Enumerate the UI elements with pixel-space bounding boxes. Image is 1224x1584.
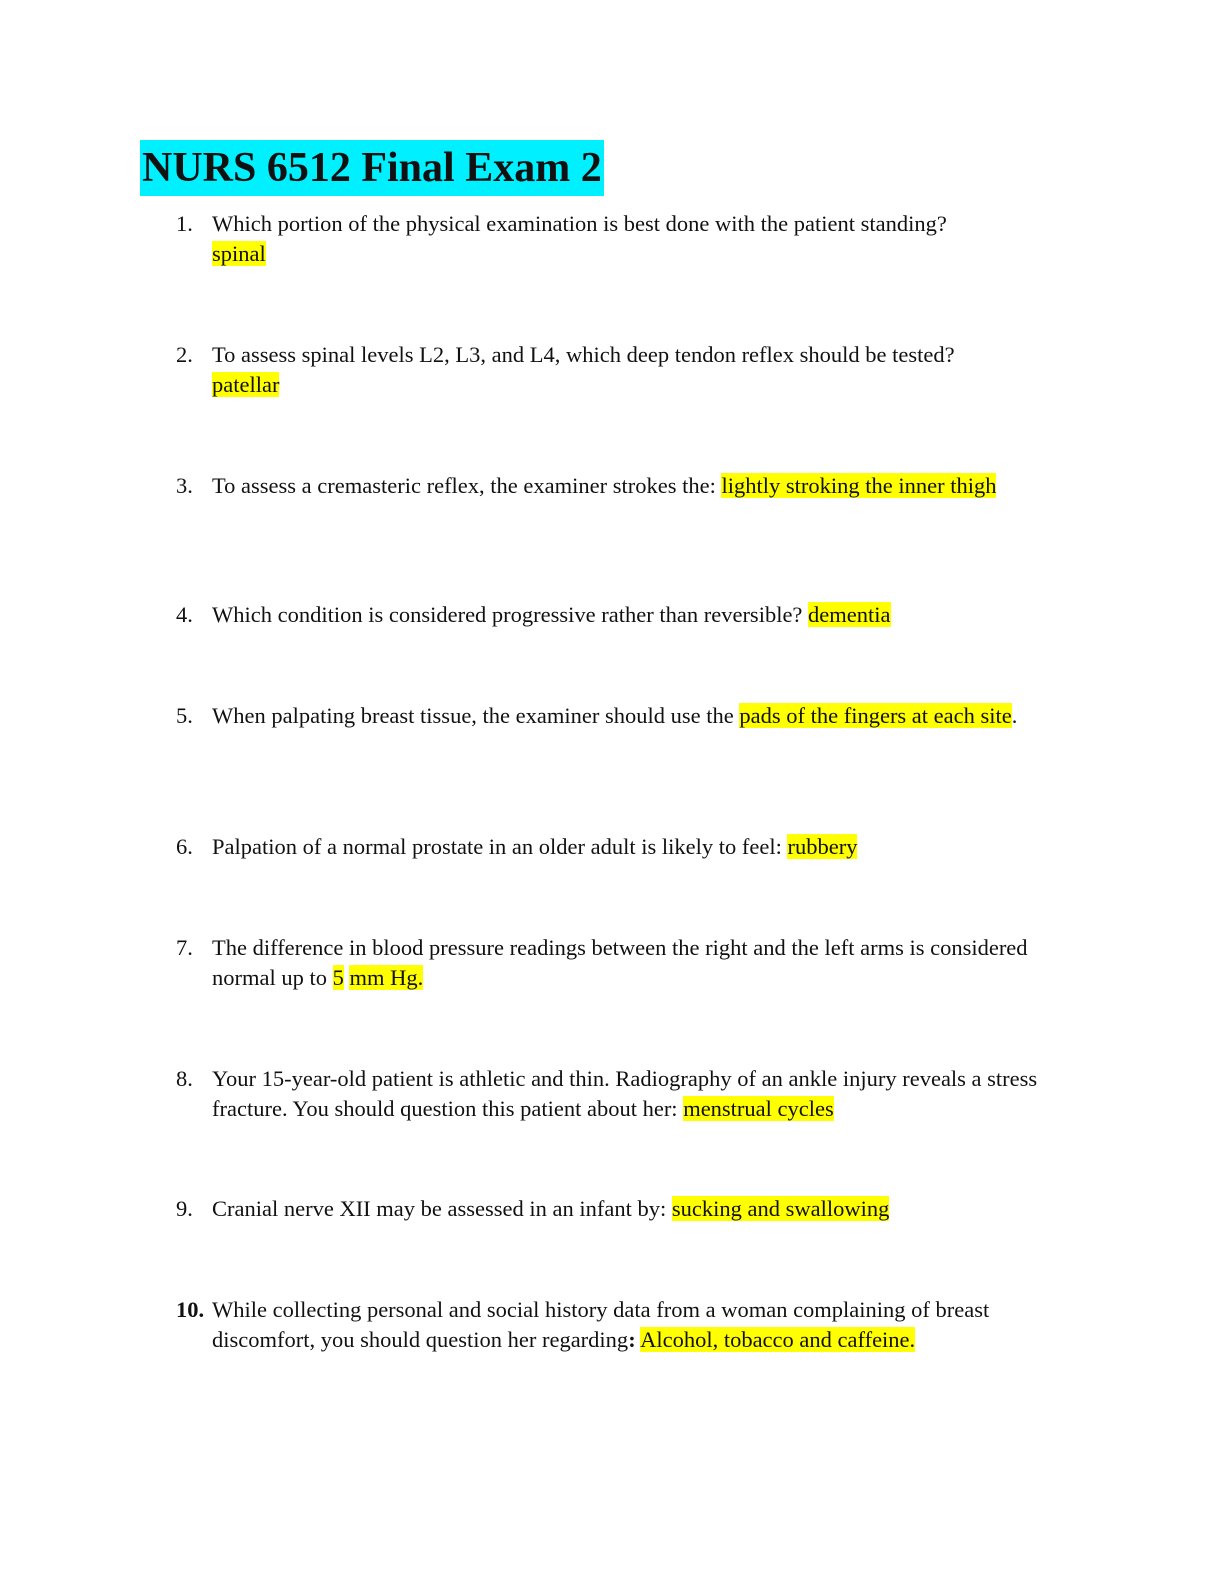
answer-highlight: 5 [332,965,344,990]
question-body: To assess spinal levels L2, L3, and L4, … [212,340,1046,400]
answer-highlight: pads of the fingers at each site [739,703,1012,728]
answer-highlight: patellar [212,372,280,397]
question-text: To assess a cremasteric reflex, the exam… [212,473,716,498]
question-text: Palpation of a normal prostate in an old… [212,834,782,859]
question-number: 2. [176,342,193,367]
question-colon: : [628,1327,636,1352]
answer-highlight: rubbery [787,834,858,859]
question-body: When palpating breast tissue, the examin… [212,701,1046,731]
answer-highlight: menstrual cycles [683,1096,834,1121]
question-item-1: 1. Which portion of the physical examina… [176,209,1046,269]
answer-highlight: mm Hg. [349,965,424,990]
question-text: To assess spinal levels L2, L3, and L4, … [212,342,955,367]
question-number: 7. [176,935,193,960]
question-number: 10. [176,1297,205,1322]
question-text: Your 15-year-old patient is athletic and… [212,1066,1038,1121]
question-item-4: 4. Which condition is considered progres… [176,600,1046,630]
answer-highlight: sucking and swallowing [671,1196,890,1221]
question-item-10: 10. While collecting personal and social… [176,1295,1046,1355]
question-number: 3. [176,473,193,498]
question-item-6: 6. Palpation of a normal prostate in an … [176,832,1046,862]
question-number: 6. [176,834,193,859]
answer-highlight: dementia [808,602,891,627]
answer-highlight: spinal [212,241,266,266]
question-text: Cranial nerve XII may be assessed in an … [212,1196,667,1221]
question-item-3: 3. To assess a cremasteric reflex, the e… [176,471,1046,501]
question-text: The difference in blood pressure reading… [212,935,1028,990]
question-text: While collecting personal and social his… [212,1297,990,1352]
question-number: 5. [176,703,193,728]
question-body: Which portion of the physical examinatio… [212,209,1046,269]
question-item-5: 5. When palpating breast tissue, the exa… [176,701,1046,731]
question-item-9: 9. Cranial nerve XII may be assessed in … [176,1194,1046,1224]
question-item-2: 2. To assess spinal levels L2, L3, and L… [176,340,1046,400]
question-number: 1. [176,211,193,236]
question-body: Which condition is considered progressiv… [212,600,1046,630]
question-body: To assess a cremasteric reflex, the exam… [212,471,1046,501]
question-number: 8. [176,1066,193,1091]
answer-highlight: Alcohol, tobacco and caffeine. [640,1327,916,1352]
question-item-8: 8. Your 15-year-old patient is athletic … [176,1064,1046,1124]
question-body: While collecting personal and social his… [212,1295,1046,1355]
page-title: NURS 6512 Final Exam 2 [140,140,604,196]
question-item-7: 7. The difference in blood pressure read… [176,933,1046,993]
question-text: When palpating breast tissue, the examin… [212,703,734,728]
question-body: Palpation of a normal prostate in an old… [212,832,1046,862]
question-text: Which condition is considered progressiv… [212,602,803,627]
answer-highlight: lightly stroking the inner thigh [721,473,997,498]
answer-suffix: . [1011,703,1018,728]
question-body: The difference in blood pressure reading… [212,933,1046,993]
question-number: 4. [176,602,193,627]
question-body: Cranial nerve XII may be assessed in an … [212,1194,1046,1224]
question-text: Which portion of the physical examinatio… [212,211,947,236]
question-number: 9. [176,1196,193,1221]
question-body: Your 15-year-old patient is athletic and… [212,1064,1046,1124]
